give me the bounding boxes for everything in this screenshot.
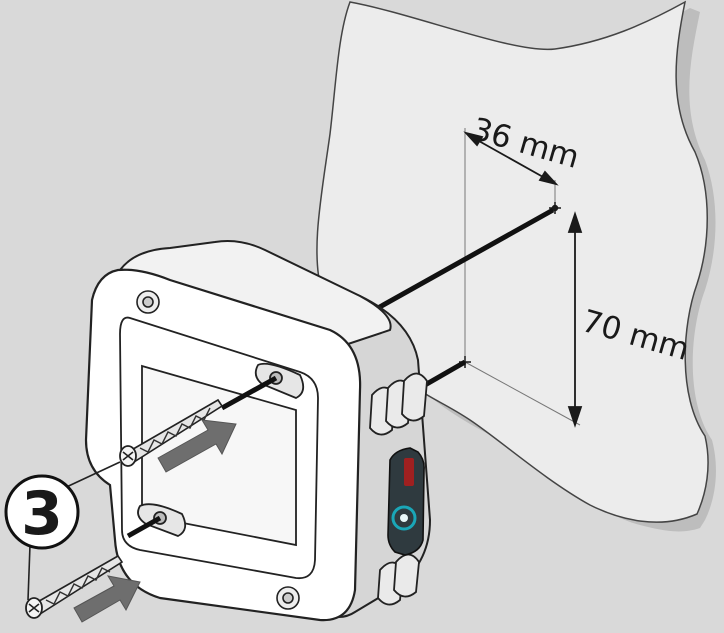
dimension-70mm xyxy=(567,211,583,428)
callout-leader-bottom xyxy=(27,544,31,601)
axis-line-bottom-front xyxy=(126,515,162,539)
wall-panel xyxy=(316,0,716,532)
device-inner-frame xyxy=(119,316,319,580)
arrow-right-icon-lower xyxy=(73,575,141,623)
screw-axis-lines xyxy=(358,207,555,388)
step-number: 3 xyxy=(21,479,63,549)
brand-logo xyxy=(404,458,414,486)
axis-line-top-front xyxy=(220,375,278,411)
screw-axis-lines-front xyxy=(126,375,278,539)
axis-line-bottom-rear xyxy=(423,359,467,388)
dimension-36mm xyxy=(463,131,559,186)
hole-marker-top xyxy=(549,202,561,214)
status-led-icon xyxy=(391,505,417,531)
arrow-right-icon-upper xyxy=(157,419,237,473)
step-callout: 3 xyxy=(4,461,121,601)
sensor-module xyxy=(387,447,425,556)
dim-36-arrowhead-left xyxy=(463,131,484,147)
vent-fins xyxy=(369,372,428,606)
dim-36-line xyxy=(469,135,553,183)
guide-line-bottom xyxy=(464,361,581,426)
dim-70-arrowhead-bottom xyxy=(567,406,583,428)
callout-leader-top xyxy=(59,461,121,491)
dim-70-arrowhead-top xyxy=(567,211,583,233)
axis-line-top-rear xyxy=(358,207,555,321)
corner-boss xyxy=(136,290,300,610)
dim-36-arrowhead-right xyxy=(538,170,559,186)
screw-icon-top xyxy=(119,398,224,467)
step-badge xyxy=(4,474,80,550)
screw-icon-bottom xyxy=(25,554,124,619)
